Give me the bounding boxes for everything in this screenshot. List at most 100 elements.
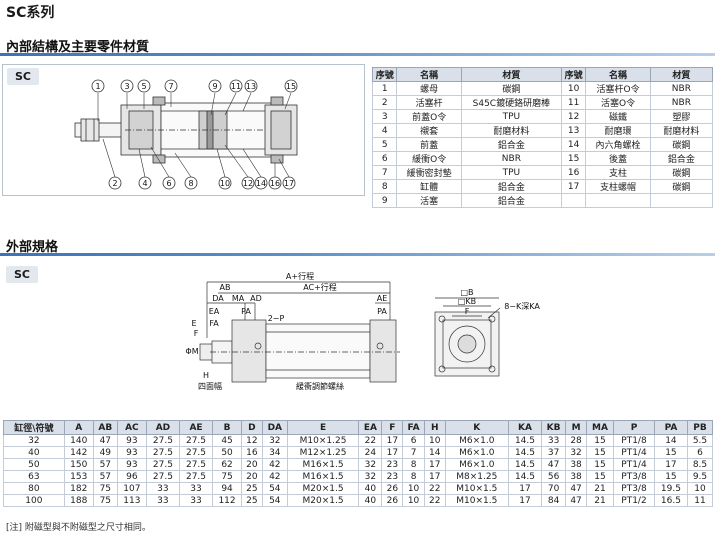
- table-cell: PT1/4: [613, 446, 655, 459]
- table-cell: 27.5: [178, 470, 214, 483]
- dim-label: MA: [232, 294, 245, 303]
- column-header: AD: [145, 420, 180, 435]
- table-cell: 後蓋: [585, 151, 651, 166]
- table-cell: 33: [178, 494, 214, 507]
- table-cell: PT3/8: [613, 482, 655, 495]
- table-cell: 27.5: [145, 434, 180, 447]
- table-cell: 緩衝密封墊: [396, 165, 462, 180]
- table-cell: M6×1.0: [444, 458, 509, 471]
- table-cell: 25: [241, 482, 263, 495]
- column-header: FA: [402, 420, 425, 435]
- column-header: M: [565, 420, 587, 435]
- table-cell: 50: [212, 446, 243, 459]
- column-header: 序號: [560, 67, 587, 82]
- table-cell: 12: [560, 109, 587, 124]
- table-cell: 15: [653, 470, 688, 483]
- table-cell: 前蓋O令: [396, 109, 462, 124]
- dim-label: FA: [209, 319, 219, 328]
- parts-diagram-panel: SC: [2, 64, 365, 196]
- callout-top: 15: [286, 82, 296, 91]
- table-cell: PT1/8: [613, 434, 655, 447]
- dim-label: AC+行程: [303, 282, 337, 292]
- table-cell: 17: [423, 458, 446, 471]
- table-cell: 4: [371, 123, 398, 138]
- table-cell: 3: [371, 109, 398, 124]
- column-header: KA: [507, 420, 543, 435]
- table-cell: 16: [560, 165, 587, 180]
- table-cell: M10×1.5: [444, 494, 509, 507]
- table-cell: 14.5: [507, 434, 543, 447]
- table-cell: 6: [402, 434, 425, 447]
- table-cell: 耐磨材料: [460, 123, 562, 138]
- table-cell: M20×1.5: [286, 494, 360, 507]
- section-internal-structure: 內部結構及主要零件材質: [0, 34, 715, 56]
- table-cell: 11: [686, 494, 714, 507]
- callout-top: 11: [231, 82, 241, 91]
- table-cell: 21: [585, 494, 615, 507]
- table-cell: 鋁合金: [460, 193, 562, 208]
- dim-label: □B: [460, 288, 473, 297]
- sub-tag: SC: [7, 68, 39, 85]
- table-cell: 20: [241, 470, 263, 483]
- dim-label: 四面幅: [198, 381, 222, 391]
- table-cell: 支柱: [585, 165, 651, 180]
- table-cell: 17: [381, 434, 404, 447]
- table-cell: 188: [63, 494, 94, 507]
- table-cell: 57: [92, 470, 118, 483]
- table-cell: 耐磨環: [585, 123, 651, 138]
- table-cell: 93: [116, 446, 147, 459]
- table-cell: 10: [402, 482, 425, 495]
- table-cell: 碳鋼: [460, 81, 562, 96]
- table-cell: 22: [358, 434, 383, 447]
- table-cell: 93: [116, 434, 147, 447]
- table-cell: 20: [241, 458, 263, 471]
- dim-label: ΦM: [185, 347, 198, 356]
- table-cell: 33: [178, 482, 214, 495]
- table-cell: 14.5: [507, 470, 543, 483]
- table-cell: 96: [116, 470, 147, 483]
- table-cell: 緩衝O令: [396, 151, 462, 166]
- table-cell: 10: [560, 81, 587, 96]
- table-cell: 47: [565, 482, 587, 495]
- table-cell: 14.5: [507, 446, 543, 459]
- table-cell: 碳鋼: [649, 179, 714, 194]
- table-cell: 15: [585, 470, 615, 483]
- table-cell: 14: [423, 446, 446, 459]
- callout-top: 7: [168, 82, 173, 91]
- table-cell: 5: [371, 137, 398, 152]
- dim-label: H: [203, 371, 209, 380]
- cylinder-section-drawing: 1 3 5 7 9 11 13 15 2 4 6 8 10 12 14 16 1…: [74, 79, 298, 190]
- table-cell: 21: [585, 482, 615, 495]
- table-cell: 49: [92, 446, 118, 459]
- table-cell: M12×1.25: [286, 446, 360, 459]
- table-cell: 耐磨材料: [649, 123, 714, 138]
- callout-bottom: 2: [112, 179, 117, 188]
- table-cell: M8×1.25: [444, 470, 509, 483]
- table-cell: 37: [541, 446, 567, 459]
- table-cell: 84: [541, 494, 567, 507]
- table-cell: 112: [212, 494, 243, 507]
- dim-label: A+行程: [286, 271, 314, 281]
- table-cell: PT1/2: [613, 494, 655, 507]
- table-cell: 113: [116, 494, 147, 507]
- callout-bottom: 8: [188, 179, 193, 188]
- dim-label: AE: [377, 294, 388, 303]
- section-rule: [0, 253, 715, 256]
- table-cell: M16×1.5: [286, 470, 360, 483]
- table-cell: 26: [381, 482, 404, 495]
- dim-label: EA: [209, 307, 220, 316]
- table-cell: 22: [423, 482, 446, 495]
- table-cell: 鋁合金: [460, 137, 562, 152]
- table-cell: 28: [565, 434, 587, 447]
- section-rule: [0, 53, 715, 56]
- table-cell: NBR: [649, 81, 714, 96]
- table-cell: 16.5: [653, 494, 688, 507]
- column-header: PB: [686, 420, 714, 435]
- table-cell: 碳鋼: [649, 165, 714, 180]
